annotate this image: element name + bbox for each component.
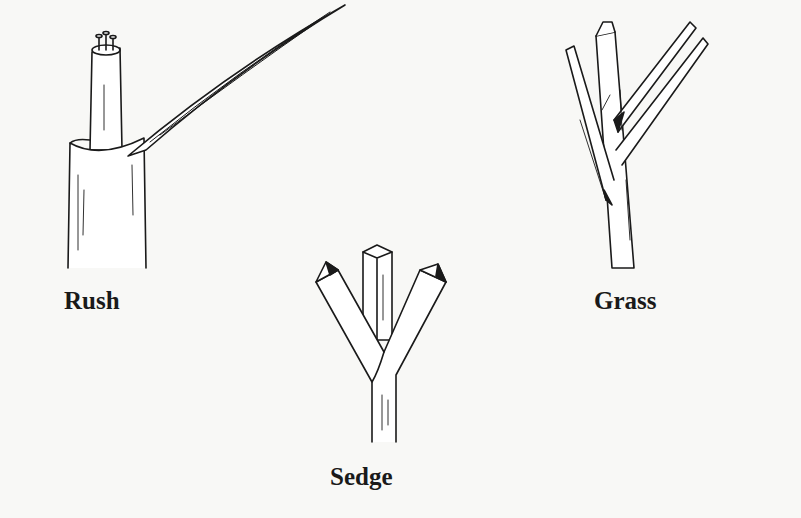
plant-label: Sedge <box>330 462 393 492</box>
rush-stem <box>68 5 345 268</box>
sedge-stem <box>316 245 446 442</box>
grass-stem <box>566 22 708 268</box>
plant-label: Rush <box>64 286 120 316</box>
plant-label: Grass <box>594 286 657 316</box>
